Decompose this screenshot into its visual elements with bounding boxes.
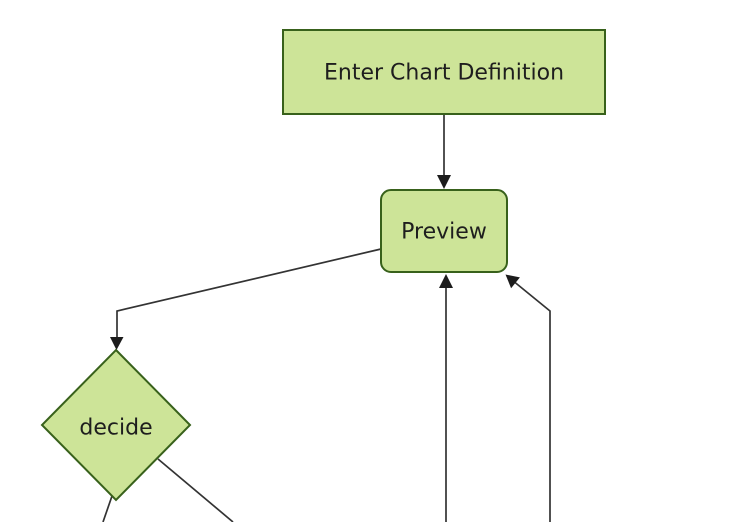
node-decide-label: decide	[79, 416, 152, 441]
node-enter-chart-definition: Enter Chart Definition	[282, 29, 606, 115]
edge-decide-to-offscreen-right	[157, 458, 234, 522]
edge-offscreen-right-to-preview	[505, 274, 551, 522]
edge-offscreen-right-to-preview-line	[511, 279, 551, 522]
edge-decide-to-offscreen-left-line	[102, 495, 113, 522]
arrowhead-into-preview-bottom-right	[505, 274, 520, 289]
edge-decide-to-offscreen-left	[102, 495, 113, 522]
arrowhead-into-decide-top	[110, 337, 124, 350]
edge-enter-to-preview	[437, 114, 451, 189]
node-preview: Preview	[380, 189, 508, 273]
edge-decide-to-offscreen-right-line	[157, 458, 234, 522]
node-decide: decide	[40, 348, 192, 502]
node-enter-chart-definition-box	[282, 29, 606, 115]
node-decide-diamond	[40, 348, 192, 502]
node-preview-label: Preview	[401, 220, 487, 245]
node-enter-chart-definition-label: Enter Chart Definition	[324, 61, 564, 86]
arrowhead-into-preview-top	[437, 175, 451, 189]
edge-preview-to-decide	[110, 248, 382, 350]
edge-offscreen-center-to-preview	[439, 274, 453, 522]
edge-preview-to-decide-line	[116, 248, 382, 340]
arrowhead-into-preview-bottom-center	[439, 274, 453, 288]
node-preview-box	[380, 189, 508, 273]
